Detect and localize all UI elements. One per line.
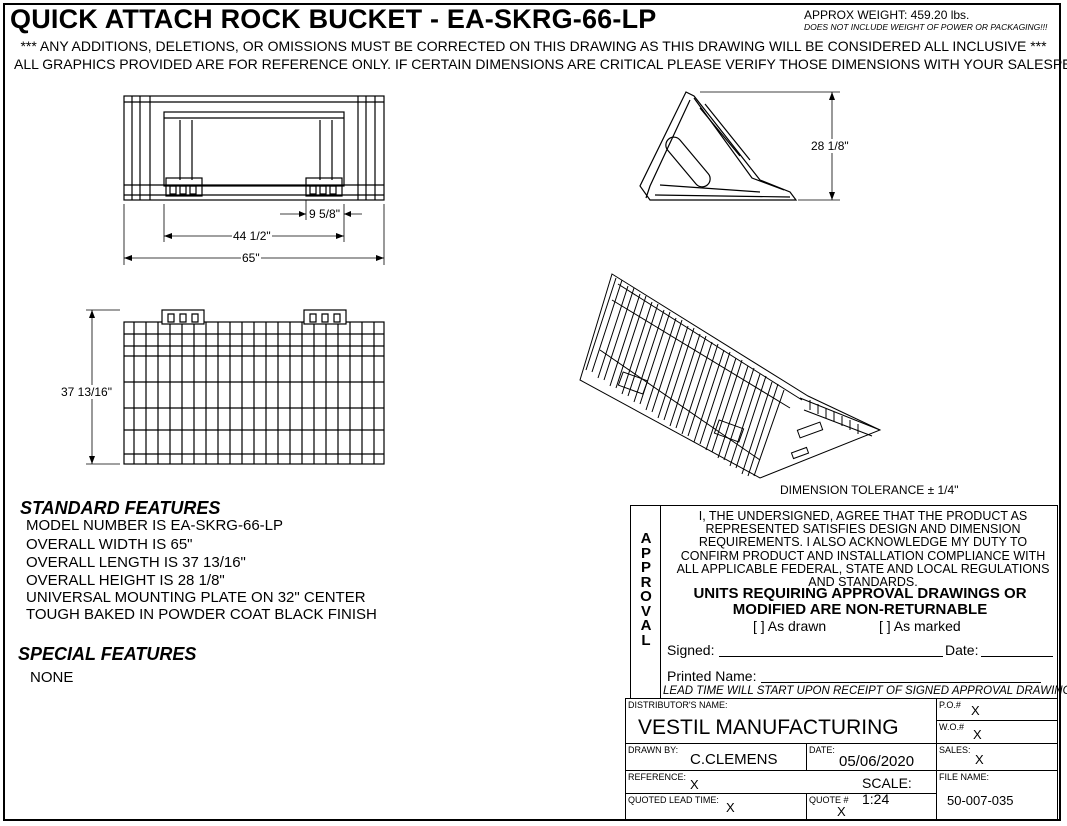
quoted-lead-time-cell: QUOTED LEAD TIME: X <box>625 793 807 821</box>
approx-weight: APPROX WEIGHT: 459.20 lbs. <box>804 8 970 22</box>
lead-time-note: LEAD TIME WILL START UPON RECEIPT OF SIG… <box>663 685 1067 697</box>
special-feature-item: NONE <box>30 669 74 686</box>
quote-cell: QUOTE # X <box>806 793 937 821</box>
date-value: 05/06/2020 <box>839 753 915 770</box>
date-cell-label: DATE: <box>809 745 835 755</box>
notice-reference: ALL GRAPHICS PROVIDED ARE FOR REFERENCE … <box>14 56 1067 72</box>
drawn-by-cell: DRAWN BY: C.CLEMENS <box>625 743 807 771</box>
wo-label: W.O.# <box>939 722 965 732</box>
front-view <box>123 309 385 465</box>
feature-item: OVERALL WIDTH IS 65" <box>26 536 193 553</box>
weight-note: DOES NOT INCLUDE WEIGHT OF POWER OR PACK… <box>804 22 1048 32</box>
quote-label: QUOTE # <box>809 795 849 805</box>
approval-agreement: I, THE UNDERSIGNED, AGREE THAT THE PRODU… <box>676 509 1050 590</box>
printed-name-line[interactable] <box>761 681 1041 683</box>
feature-item: TOUGH BAKED IN POWDER COAT BLACK FINISH <box>26 606 377 623</box>
approval-box: APPROVAL I, THE UNDERSIGNED, AGREE THAT … <box>630 505 1067 699</box>
dim-overall-width: 65" <box>241 251 261 265</box>
feature-item: UNIVERSAL MOUNTING PLATE ON 32" CENTER <box>26 589 366 606</box>
distributor-name: VESTIL MANUFACTURING <box>638 716 899 739</box>
reference-cell: REFERENCE: X SCALE: 1:24 <box>625 770 937 807</box>
distributor-cell: DISTRIBUTOR'S NAME: VESTIL MANUFACTURING <box>625 698 937 744</box>
date-line[interactable] <box>981 655 1053 657</box>
drawn-by-value: C.CLEMENS <box>690 751 778 768</box>
feature-item: OVERALL HEIGHT IS 28 1/8" <box>26 572 225 589</box>
dimension-tolerance: DIMENSION TOLERANCE ± 1/4" <box>780 483 959 497</box>
reference-label: REFERENCE: <box>628 772 687 782</box>
po-label: P.O.# <box>939 700 961 710</box>
wo-cell: W.O.# X <box>936 720 1058 744</box>
drawn-by-label: DRAWN BY: <box>628 745 679 755</box>
sales-value: X <box>975 752 984 767</box>
special-features-heading: SPECIAL FEATURES <box>18 644 197 664</box>
file-name-cell: FILE NAME: 50-007-035 <box>936 770 1058 821</box>
printed-name-label: Printed Name: <box>667 668 757 684</box>
date-cell: DATE: 05/06/2020 <box>806 743 937 771</box>
feature-item: MODEL NUMBER IS EA-SKRG-66-LP <box>26 517 283 534</box>
isometric-view <box>579 273 882 479</box>
dim-mount-spacing: 9 5/8" <box>308 207 341 221</box>
reference-value: X <box>690 777 699 792</box>
po-value: X <box>971 703 980 718</box>
signature-line[interactable] <box>719 655 943 657</box>
quoted-lead-time-value: X <box>726 800 735 815</box>
approval-side-label: APPROVAL <box>631 506 661 698</box>
file-name-label: FILE NAME: <box>939 772 990 782</box>
scale-value: SCALE: 1:24 <box>862 775 912 807</box>
units-warning: UNITS REQUIRING APPROVAL DRAWINGS OR MOD… <box>693 585 1027 618</box>
file-name-value: 50-007-035 <box>947 793 1014 808</box>
signed-label: Signed: <box>667 642 715 658</box>
sales-cell: SALES: X <box>936 743 1058 771</box>
dim-height: 28 1/8" <box>810 139 850 153</box>
side-view <box>639 91 798 201</box>
feature-item: OVERALL LENGTH IS 37 13/16" <box>26 554 246 571</box>
approval-letters: APPROVAL <box>640 530 652 649</box>
drawing-title: QUICK ATTACH ROCK BUCKET - EA-SKRG-66-LP <box>10 4 657 34</box>
dim-plate-width: 44 1/2" <box>232 229 272 243</box>
dim-length: 37 13/16" <box>60 385 113 399</box>
quote-value: X <box>837 804 846 819</box>
drawing-border <box>3 3 1061 821</box>
po-cell: P.O.# X <box>936 698 1058 721</box>
quoted-lead-time-label: QUOTED LEAD TIME: <box>628 795 719 805</box>
notice-inclusive: *** ANY ADDITIONS, DELETIONS, OR OMISSIO… <box>20 38 1047 54</box>
sales-label: SALES: <box>939 745 971 755</box>
distributor-label: DISTRIBUTOR'S NAME: <box>628 700 728 710</box>
as-drawn-checkbox[interactable]: [ ] As drawn <box>753 618 827 634</box>
standard-features-heading: STANDARD FEATURES <box>20 498 221 518</box>
wo-value: X <box>973 727 982 742</box>
top-view <box>123 95 385 201</box>
as-marked-checkbox[interactable]: [ ] As marked <box>879 618 961 634</box>
date-label: Date: <box>945 642 979 658</box>
